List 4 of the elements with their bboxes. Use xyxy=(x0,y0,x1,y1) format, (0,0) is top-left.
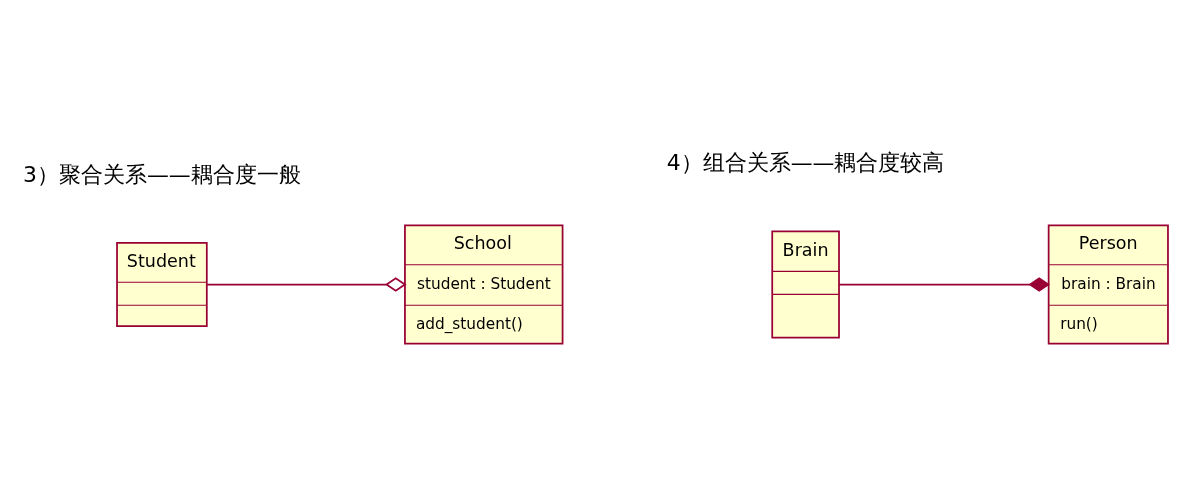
connector xyxy=(838,276,1050,292)
label: 3）聚合关系——耦合度一般 xyxy=(23,161,301,187)
label: 4）组合关系——耦合度较高 xyxy=(666,149,945,175)
connector xyxy=(206,276,407,292)
